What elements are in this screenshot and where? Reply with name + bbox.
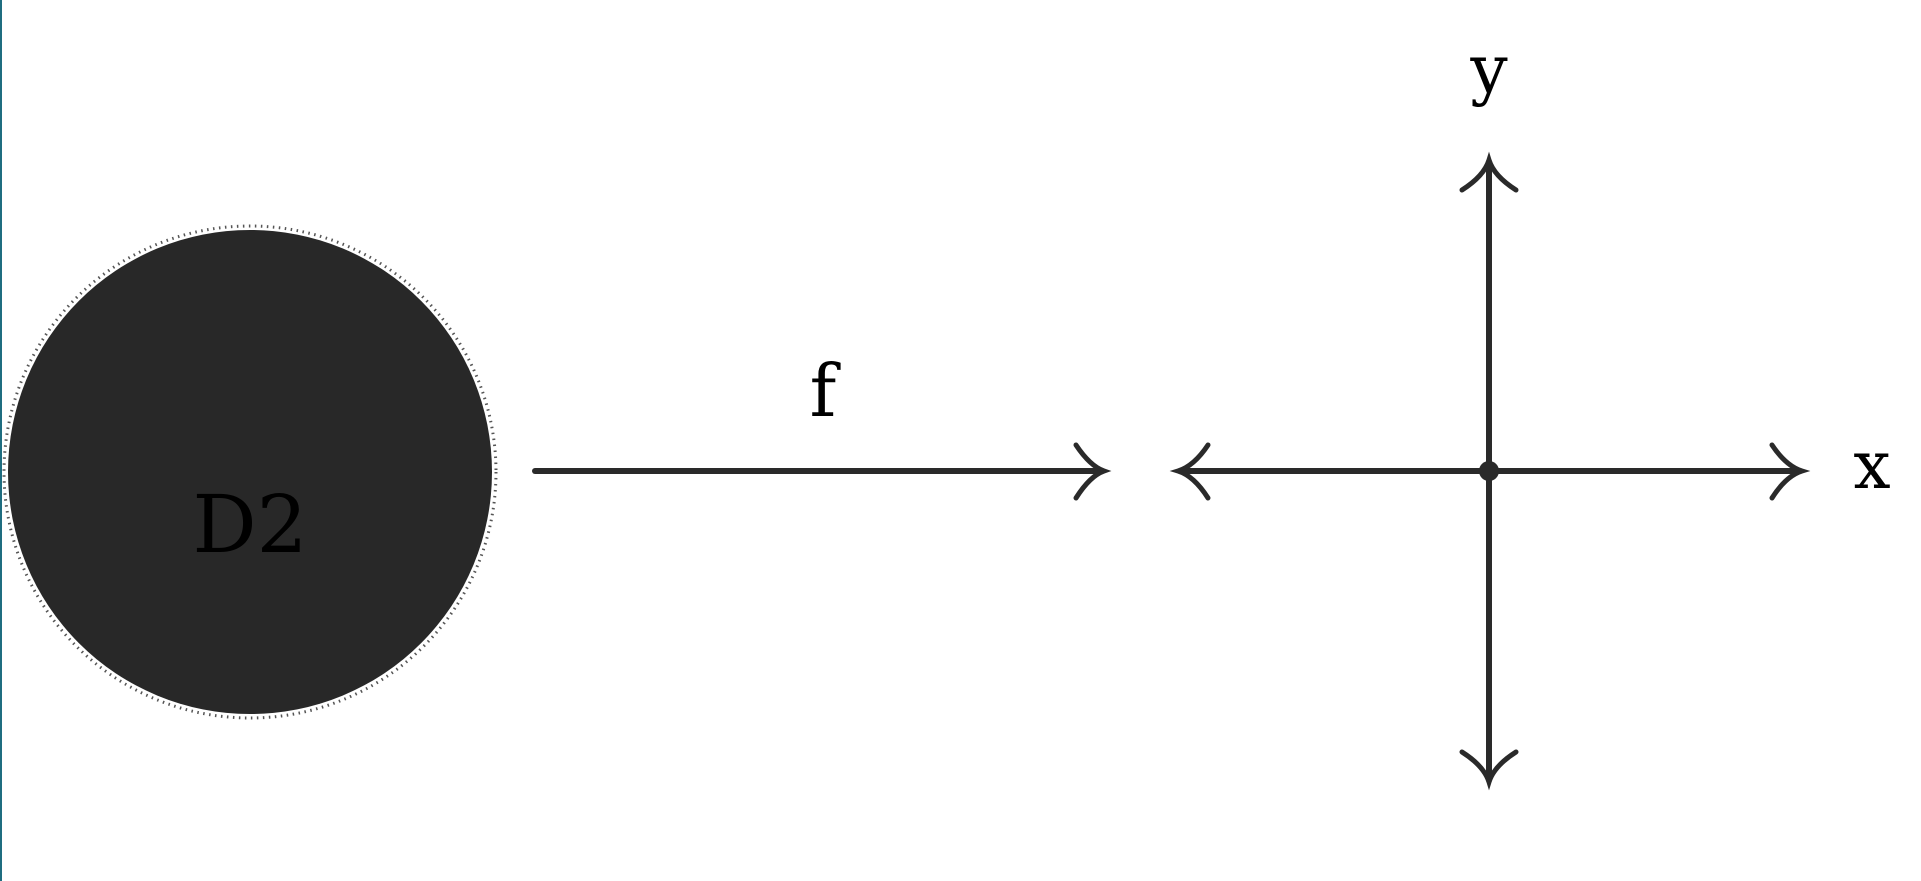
x-axis-head-right <box>1769 442 1811 501</box>
disk-dotted-outline <box>2 224 498 720</box>
y-axis-head-bottom <box>1459 749 1519 791</box>
x-axis-label: x <box>1853 427 1890 504</box>
map-arrow-head <box>1073 442 1112 501</box>
left-edge-strip <box>0 0 2 881</box>
y-axis-head-top <box>1459 151 1519 193</box>
map-label: f <box>810 349 841 433</box>
disk-d2 <box>8 230 492 714</box>
disk-label: D2 <box>192 478 307 571</box>
origin-point <box>1479 461 1499 481</box>
y-axis-label: y <box>1469 31 1508 108</box>
x-axis-head-left <box>1169 442 1211 501</box>
